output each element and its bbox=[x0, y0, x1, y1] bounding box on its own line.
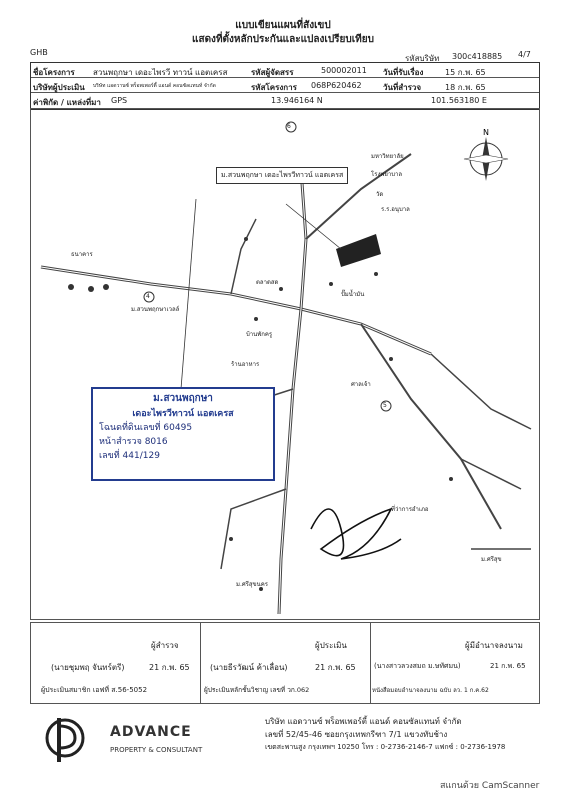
gps-label: ค่าพิกัด / แหล่งที่มา bbox=[33, 98, 101, 107]
signature-scribble bbox=[310, 507, 402, 560]
doc-title-2: แสดงที่ตั้งหลักประกันและแปลงเปรียบเทียบ bbox=[192, 34, 374, 45]
landmark-label: ม.ศรีสุขนคร bbox=[236, 581, 268, 588]
appraiser-role: ผู้ประเมิน bbox=[315, 641, 347, 650]
signature-section: ผู้สำรวจ (นายชุมพฤ จันทร์ตรี) 21 ก.พ. 65… bbox=[30, 622, 540, 704]
map-roads: N bbox=[40, 121, 532, 615]
company-value: บริษัท แอดวานซ์ พร็อพเพอร์ตี้ แอนด์ คอนซ… bbox=[93, 83, 216, 89]
project-plot bbox=[336, 234, 381, 267]
projcode-value: 068P620462 bbox=[311, 81, 362, 90]
gps-lon: 101.563180 E bbox=[431, 96, 487, 105]
header-row-3: ค่าพิกัด / แหล่งที่มา GPS 13.946164 N 10… bbox=[31, 93, 539, 107]
landmark-label: ศาลเจ้า bbox=[351, 381, 371, 388]
route-number-5: 5 bbox=[383, 402, 387, 409]
project-label-box: ม.สวนพฤกษา เดอะไพรวีทาวน์ แอตเครส bbox=[216, 167, 349, 184]
appraiser-name: (นายธีรวัฒน์ ค้าเลื่อน) bbox=[210, 663, 288, 672]
road-se bbox=[360, 323, 502, 530]
company-name: บริษัท แอดวานซ์ พร็อพเพอร์ตี้ แอนด์ คอนซ… bbox=[265, 717, 462, 726]
doc-title-1: แบบเขียนแผนที่สังเขป bbox=[235, 20, 331, 31]
handwritten-line-3: เลขที่ 441/129 bbox=[99, 451, 160, 461]
surveyor-date: 21 ก.พ. 65 bbox=[149, 663, 190, 672]
landmark-label: มหาวิทยาลัย bbox=[371, 153, 404, 160]
route-marker-5 bbox=[380, 400, 392, 412]
recv-label: วันที่รับเรื่อง bbox=[383, 68, 424, 77]
survey-value: 18 ก.พ. 65 bbox=[445, 83, 486, 92]
road-north-branch bbox=[230, 218, 257, 295]
gps-lat: 13.946164 N bbox=[271, 96, 323, 105]
pointer-line-2 bbox=[285, 203, 342, 250]
gps-source: GPS bbox=[111, 96, 128, 105]
authorized-date: 21 ก.พ. 65 bbox=[490, 662, 526, 670]
authorized-name: (นางสาวลวงสมถ ม.ษทัศมน) bbox=[374, 662, 461, 670]
landmark-label: โรงพยาบาล bbox=[371, 171, 403, 178]
company-logo bbox=[45, 712, 85, 768]
landmark-label: ตลาดสด bbox=[256, 279, 279, 286]
company-label: บริษัทผู้ประเมิน bbox=[33, 83, 85, 92]
handwritten-line-1: โฉนดที่ดินเลขที่ 60495 bbox=[99, 423, 193, 433]
compass-icon: N bbox=[463, 128, 509, 181]
surveyor-license: ผู้ประเมินสมาชิก เอฟที่ ส.56-5052 bbox=[41, 686, 148, 694]
road-east bbox=[430, 353, 532, 430]
road-ne bbox=[305, 153, 412, 240]
landmark-label: ปั๊มน้ำมัน bbox=[341, 291, 365, 298]
landmark-label: ที่ว่าการอำเภอ bbox=[391, 506, 429, 513]
dev-label: รหัสผู้จัดสรร bbox=[251, 68, 294, 77]
stamp-title: ม.สวนพฤกษา bbox=[153, 393, 213, 404]
logo-icon bbox=[45, 718, 85, 762]
landmark-label: ธนาคาร bbox=[71, 251, 93, 258]
company-contact: เขตสะพานสูง กรุงเทพฯ 10250 โทร : 0-2736-… bbox=[265, 743, 506, 751]
main-road-ew-inner bbox=[40, 266, 432, 355]
landmark-label: ร.ร.อนุบาล bbox=[381, 206, 410, 213]
page-number: 4/7 bbox=[518, 50, 531, 59]
svg-text:N: N bbox=[483, 128, 489, 137]
appraiser-license: ผู้ประเมินหลักชั้นวิชาญ เลขที่ วก.062 bbox=[204, 686, 310, 694]
handwritten-line-2: หน้าสำรวจ 8016 bbox=[99, 437, 168, 447]
landmark-label: ร้านอาหาร bbox=[231, 361, 260, 368]
landmark-label: ม.สวนพฤกษาเวลล์ bbox=[131, 306, 180, 313]
company-address: เลขที่ 52/45-46 ซอยกรุงเทพกรีฑา 7/1 แขวง… bbox=[265, 730, 448, 739]
authorized-license: หนังสือมอบอำนาจลงนาม ฉบับ ลว. 1 ก.ค.62 bbox=[372, 687, 489, 694]
project-label: ชื่อโครงการ bbox=[33, 68, 75, 77]
road-sw bbox=[220, 488, 287, 570]
survey-label: วันที่สำรวจ bbox=[383, 83, 422, 92]
route-number-6: 6 bbox=[287, 123, 291, 130]
road-east-2 bbox=[460, 458, 522, 490]
brand-subtitle: PROPERTY & CONSULTANT bbox=[110, 746, 203, 754]
signature-block-appraiser: ผู้ประเมิน (นายธีรวัฒน์ ค้าเลื่อน) 21 ก.… bbox=[200, 623, 371, 703]
signature-block-authorized: ผู้มีอำนาจลงนาม (นางสาวลวงสมถ ม.ษทัศมน) … bbox=[370, 623, 539, 703]
route-marker-6 bbox=[285, 121, 297, 133]
location-map: N 6 4 5 ม.สวนพฤกษา เดอะไพรวีทาวน์ แอตเคร… bbox=[30, 108, 540, 620]
landmark-label: บ้านพักครู bbox=[246, 331, 273, 338]
appraiser-date: 21 ก.พ. 65 bbox=[315, 663, 356, 672]
route-marker-4 bbox=[143, 291, 155, 303]
authorized-role: ผู้มีอำนาจลงนาม bbox=[465, 641, 523, 650]
project-value: สวนพฤกษา เดอะไพรวี ทาวน์ แอตเครส bbox=[93, 68, 228, 77]
brand-name: ADVANCE bbox=[110, 724, 192, 740]
pointer-line bbox=[180, 198, 197, 390]
landmark-label: วัด bbox=[376, 191, 384, 198]
signature-block-surveyor: ผู้สำรวจ (นายชุมพฤ จันทร์ตรี) 21 ก.พ. 65… bbox=[31, 623, 201, 703]
header-row-2: บริษัทผู้ประเมิน บริษัท แอดวานซ์ พร็อพเพ… bbox=[31, 78, 539, 93]
route-number-4: 4 bbox=[146, 293, 150, 300]
project-label-text: ม.สวนพฤกษา เดอะไพรวีทาวน์ แอตเครส bbox=[221, 171, 344, 179]
ref-value: 300c418885 bbox=[452, 52, 503, 61]
surveyor-name: (นายชุมพฤ จันทร์ตรี) bbox=[51, 663, 125, 672]
recv-value: 15 ก.พ. 65 bbox=[445, 68, 486, 77]
project-stamp: ม.สวนพฤกษา เดอะไพรวีทาวน์ แอตเครส โฉนดที… bbox=[91, 387, 275, 481]
dev-value: 500002011 bbox=[321, 66, 367, 75]
header-table: ชื่อโครงการ สวนพฤกษา เดอะไพรวี ทาวน์ แอต… bbox=[30, 62, 540, 110]
header-row-1: ชื่อโครงการ สวนพฤกษา เดอะไพรวี ทาวน์ แอต… bbox=[31, 63, 539, 78]
scanner-watermark: สแกนด้วย CamScanner bbox=[440, 781, 540, 791]
stamp-subtitle: เดอะไพรวีทาวน์ แอตเครส bbox=[132, 409, 234, 419]
projcode-label: รหัสโครงการ bbox=[251, 83, 297, 92]
ref-label: รหัสบริษัท bbox=[405, 54, 440, 63]
ghb-label: GHB bbox=[30, 48, 48, 57]
surveyor-role: ผู้สำรวจ bbox=[151, 641, 179, 650]
landmark-label: ม.ศรีสุข bbox=[481, 556, 502, 563]
